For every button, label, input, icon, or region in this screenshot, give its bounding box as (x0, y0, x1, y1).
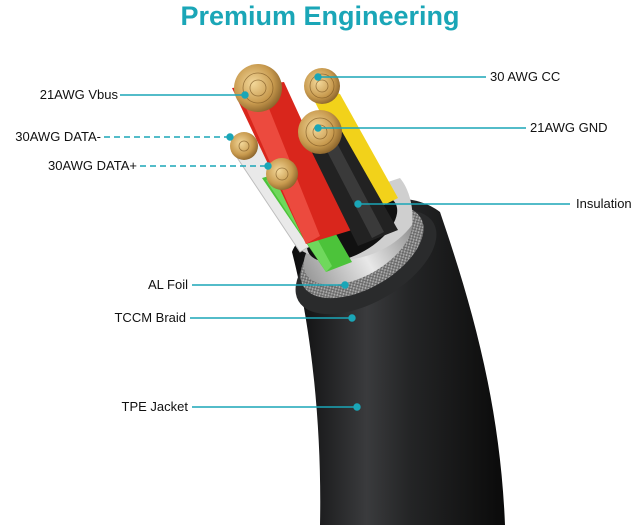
label-gnd: 21AWG GND (530, 120, 608, 135)
copper-conductor-vbus (234, 64, 282, 112)
label-cc: 30 AWG CC (490, 69, 561, 84)
label-tccm-braid: TCCM Braid (114, 310, 186, 325)
page-title: Premium Engineering (180, 1, 460, 31)
label-data-minus: 30AWG DATA- (15, 129, 101, 144)
copper-conductor-data-minus (230, 132, 258, 160)
copper-conductor-data-plus (266, 158, 298, 190)
label-al-foil: AL Foil (148, 277, 188, 292)
copper-conductor-cc (304, 68, 340, 104)
label-tpe-jacket: TPE Jacket (121, 399, 188, 414)
label-data-plus: 30AWG DATA+ (48, 158, 137, 173)
label-insulation: Insulation (576, 196, 632, 211)
copper-conductor-gnd (298, 110, 342, 154)
label-vbus: 21AWG Vbus (39, 87, 118, 102)
